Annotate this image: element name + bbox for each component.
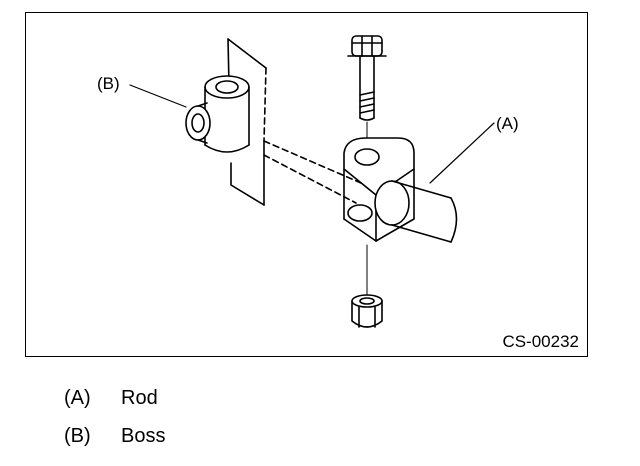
figure-code: CS-00232 (502, 332, 579, 351)
legend-key: (B) (64, 425, 91, 447)
bolt-part (347, 35, 387, 139)
legend-item-b: (B) Boss (64, 426, 165, 464)
legend: (A) Rod (B) Boss (64, 388, 165, 464)
stabilizer-diagram (129, 35, 495, 328)
legend-key: (A) (64, 387, 91, 409)
callout-b-label: (B) (97, 74, 120, 93)
nut-part (351, 244, 383, 328)
leader-line-b (129, 84, 187, 108)
legend-label: Rod (121, 387, 158, 409)
callout-a-label: (A) (496, 114, 519, 133)
rod-part (374, 180, 458, 243)
body-panel (227, 38, 362, 206)
clamp-bracket (343, 137, 415, 242)
figure-frame: (B) (A) CS-00232 (25, 12, 588, 357)
leader-line-a (429, 122, 495, 184)
legend-label: Boss (121, 425, 166, 447)
legend-item-a: (A) Rod (64, 388, 165, 426)
boss-part (185, 75, 250, 153)
